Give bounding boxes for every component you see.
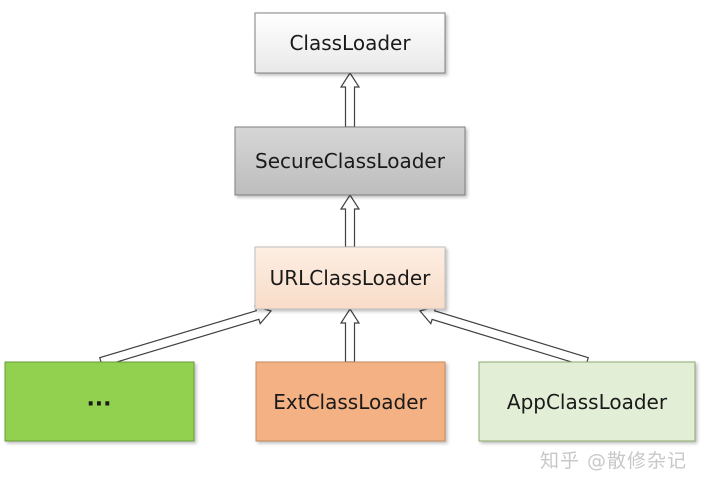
node-classloader-label: ClassLoader — [289, 31, 411, 55]
node-secureclassloader-label: SecureClassLoader — [255, 149, 446, 173]
zhihu-watermark: 知乎 @散修杂记 — [539, 450, 687, 472]
hollow-arrow-shape — [98, 305, 273, 368]
node-appclassloader-label: AppClassLoader — [507, 390, 668, 414]
node-classloader-box — [254, 12, 446, 74]
node-urlclassloader-box — [254, 246, 446, 310]
inheritance-arrows — [98, 71, 590, 368]
hollow-arrow-shape — [339, 307, 361, 363]
node-other-loaders-box — [4, 361, 195, 442]
node-urlclassloader: URLClassLoader — [254, 246, 446, 310]
arrow-secure-to-classloader — [339, 71, 361, 128]
hollow-arrow-shape — [339, 71, 361, 128]
node-other-loaders: ... — [4, 361, 195, 442]
node-secureclassloader-box — [234, 126, 466, 196]
node-extclassloader-label: ExtClassLoader — [273, 390, 427, 414]
arrow-url-to-secure — [339, 193, 361, 248]
node-appclassloader: AppClassLoader — [478, 361, 696, 442]
node-classloader: ClassLoader — [254, 12, 446, 74]
node-extclassloader-box — [255, 361, 446, 442]
node-extclassloader: ExtClassLoader — [255, 361, 446, 442]
hollow-arrow-shape — [339, 193, 361, 248]
node-urlclassloader-label: URLClassLoader — [270, 266, 432, 290]
hollow-arrow-shape — [418, 305, 590, 368]
arrow-other-to-url — [98, 305, 273, 368]
arrow-app-to-url — [418, 305, 590, 368]
node-secureclassloader: SecureClassLoader — [234, 126, 466, 196]
node-appclassloader-box — [478, 361, 696, 442]
node-other-loaders-label: ... — [86, 387, 111, 412]
arrow-ext-to-url — [339, 307, 361, 363]
